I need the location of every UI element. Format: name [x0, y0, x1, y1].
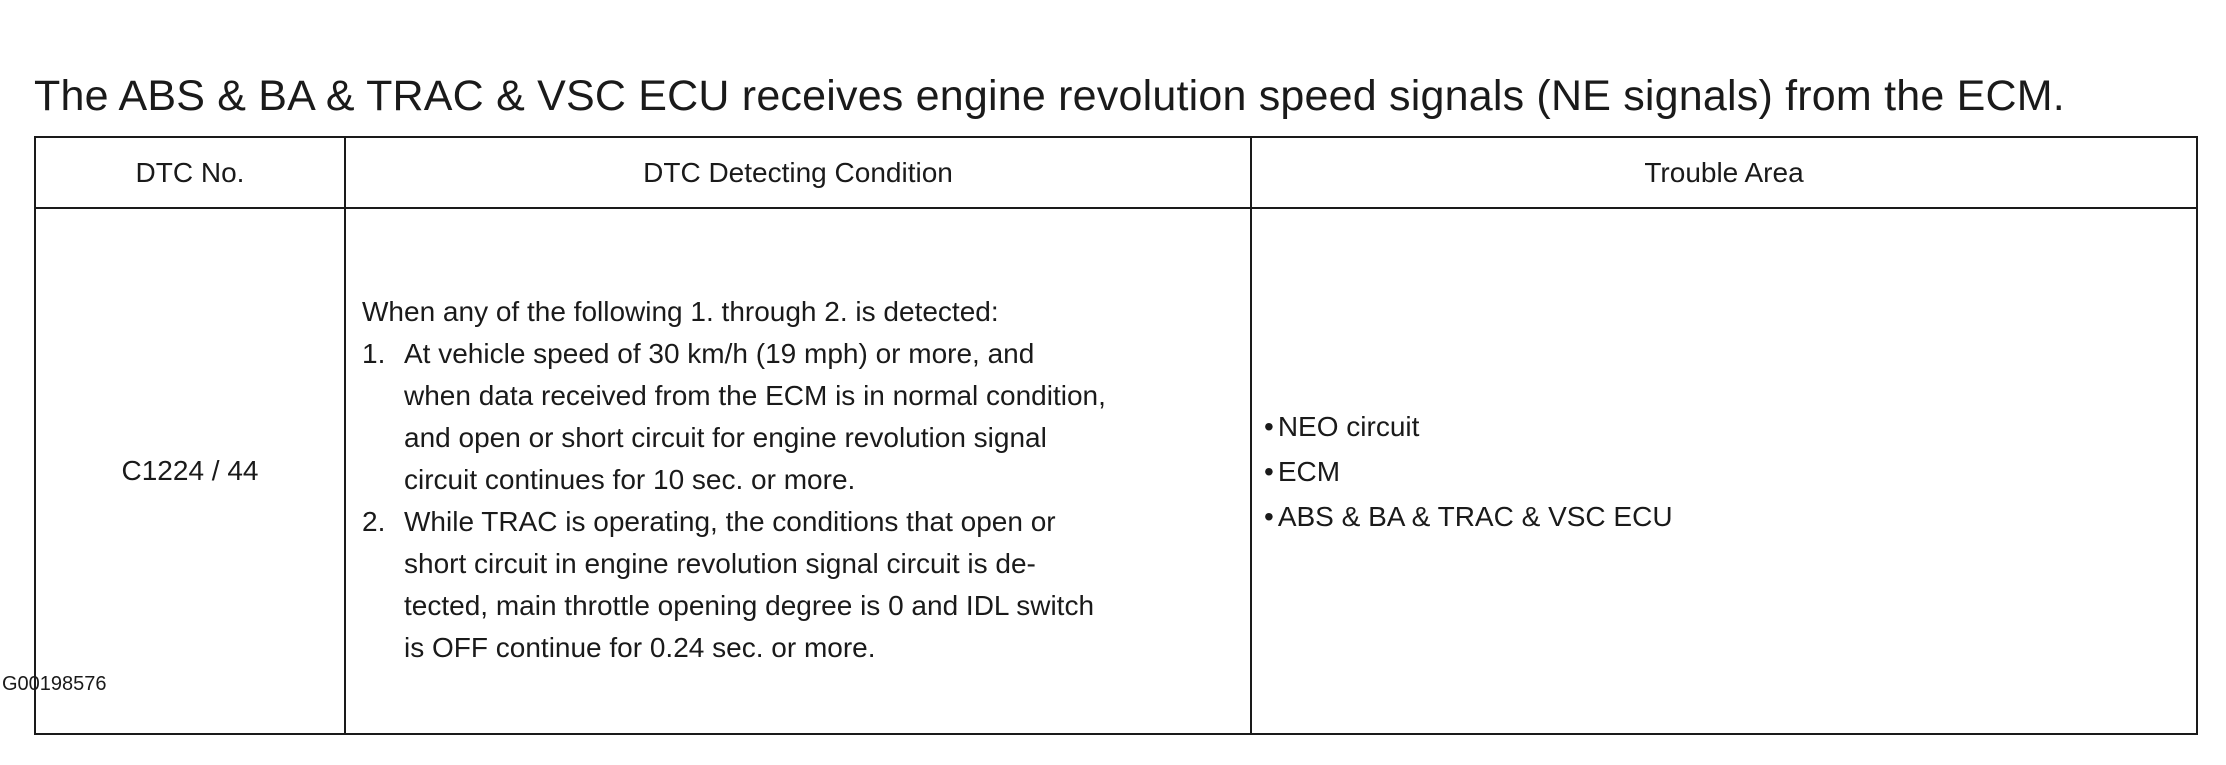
condition-number: 2.	[362, 506, 386, 537]
trouble-area-label: ABS & BA & TRAC & VSC ECU	[1277, 500, 1673, 532]
figure-id: G00198576	[2, 673, 107, 695]
dtc-table: DTC No. DTC Detecting Condition Trouble …	[34, 136, 2198, 735]
trouble-area-label: NEO circuit	[1277, 410, 1420, 442]
trouble-area-list: •NEO circuit •ECM •ABS & BA & TRAC & VSC…	[1252, 404, 2196, 539]
dtc-number-cell: C1224 / 44	[34, 207, 346, 735]
header-trouble-area: Trouble Area	[1250, 136, 2198, 209]
condition-line: when data received from the ECM is in no…	[404, 380, 1106, 411]
trouble-area-item-abs-ecu: •ABS & BA & TRAC & VSC ECU	[1264, 494, 2196, 539]
trouble-area-item-ecm: •ECM	[1264, 449, 2196, 494]
condition-number: 1.	[362, 338, 386, 369]
condition-line: While TRAC is operating, the conditions …	[404, 506, 1056, 537]
table-header: DTC No. DTC Detecting Condition Trouble …	[34, 136, 2198, 209]
header-dtc-no: DTC No.	[34, 136, 346, 209]
bullet-icon: •	[1264, 500, 1274, 532]
bullet-icon: •	[1264, 455, 1274, 487]
detecting-condition-cell: When any of the following 1. through 2. …	[344, 207, 1252, 735]
header-detecting-condition: DTC Detecting Condition	[344, 136, 1252, 209]
condition-text: When any of the following 1. through 2. …	[346, 273, 1250, 669]
condition-line: circuit continues for 10 sec. or more.	[404, 464, 856, 495]
trouble-area-label: ECM	[1277, 455, 1341, 487]
condition-item-2: 2. While TRAC is operating, the conditio…	[362, 501, 1250, 669]
condition-line: is OFF continue for 0.24 sec. or more.	[404, 632, 876, 663]
trouble-area-item-neo-circuit: •NEO circuit	[1264, 404, 2196, 449]
intro-text: The ABS & BA & TRAC & VSC ECU receives e…	[34, 72, 2065, 120]
bullet-icon: •	[1264, 410, 1274, 442]
trouble-area-cell: •NEO circuit •ECM •ABS & BA & TRAC & VSC…	[1250, 207, 2198, 735]
condition-line: short circuit in engine revolution signa…	[404, 548, 1036, 579]
condition-line: At vehicle speed of 30 km/h (19 mph) or …	[404, 338, 1035, 369]
condition-line: tected, main throttle opening degree is …	[404, 590, 1095, 621]
condition-lead: When any of the following 1. through 2. …	[362, 296, 999, 327]
condition-list: 1. At vehicle speed of 30 km/h (19 mph) …	[362, 333, 1250, 669]
header-row: DTC No. DTC Detecting Condition Trouble …	[34, 136, 2198, 209]
condition-line: and open or short circuit for engine rev…	[404, 422, 1047, 453]
condition-item-1: 1. At vehicle speed of 30 km/h (19 mph) …	[362, 333, 1250, 501]
table-row: C1224 / 44 When any of the following 1. …	[34, 207, 2198, 735]
